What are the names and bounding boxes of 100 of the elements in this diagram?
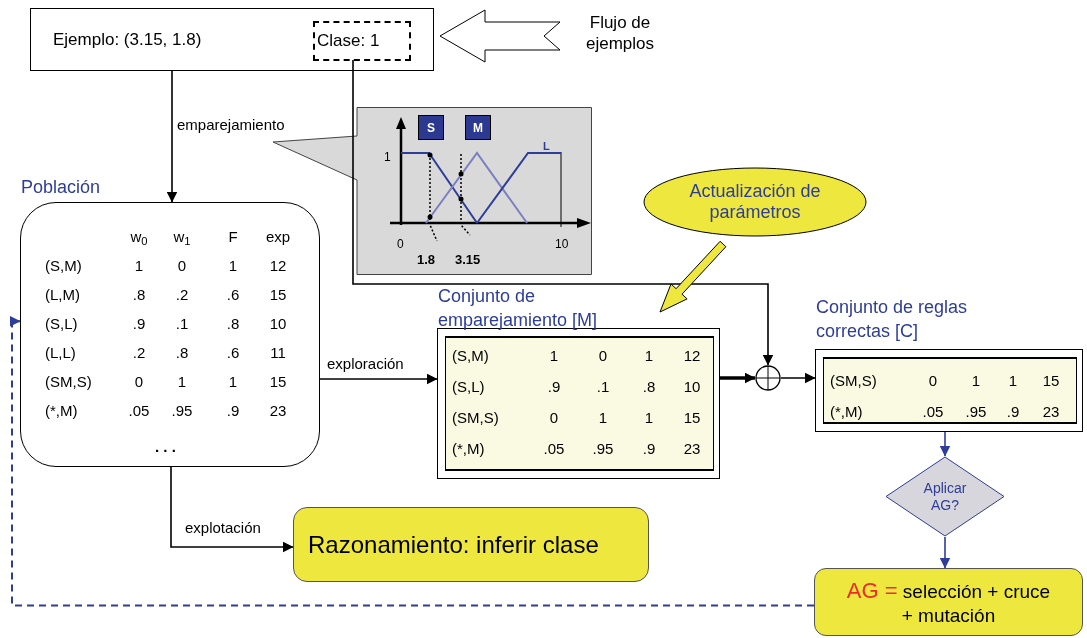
rule-value: .1 (175, 314, 189, 332)
rule-value: 1 (644, 408, 654, 426)
rule-value: 10 (269, 314, 287, 332)
rule-value: .05 (922, 402, 944, 420)
decision-text: Aplicar AG? (922, 479, 968, 514)
rule-value: 15 (269, 285, 287, 303)
class-box (313, 21, 411, 61)
axis-label: 0 (397, 237, 404, 251)
edge-label: explotación (185, 519, 261, 536)
rule-label: (S,L) (45, 314, 78, 332)
column-header: exp (265, 228, 291, 245)
rule-value: .9 (226, 401, 240, 419)
rule-value: 23 (683, 439, 701, 457)
rule-value: 1 (228, 372, 238, 390)
edge-label: emparejamiento (177, 116, 285, 133)
rule-value: .9 (1006, 402, 1020, 420)
rule-label: (*,M) (452, 439, 485, 457)
rule-value: 23 (269, 401, 287, 419)
rule-value: .2 (132, 343, 146, 361)
rule-value: .8 (132, 285, 146, 303)
rule-value: .05 (128, 401, 150, 419)
reasoning-box (293, 507, 649, 582)
ag-formula-term: AG = (846, 578, 898, 603)
example-text: Ejemplo: (3.15, 1.8) (53, 30, 202, 49)
rule-label: (SM,S) (452, 408, 499, 426)
rule-value: .2 (175, 285, 189, 303)
arrow (9, 315, 815, 607)
rule-value: 1 (1008, 371, 1018, 389)
rule-label: (SM,S) (830, 371, 877, 389)
block-arrow (659, 240, 727, 313)
rule-value: 1 (134, 256, 144, 274)
rule-value: 1 (971, 371, 981, 389)
rule-label: (S,L) (452, 377, 485, 395)
rule-value: .9 (642, 439, 656, 457)
stream-label: Flujo de ejemplos (570, 12, 670, 60)
arrow (170, 466, 294, 553)
parameter-update-ellipse (643, 167, 867, 237)
rule-label: (L,M) (45, 285, 80, 303)
arrow (780, 372, 816, 384)
set-heading: Conjunto de emparejamiento [M] (438, 286, 598, 330)
axis-label: 3.15 (455, 252, 481, 267)
rule-label: (S,M) (45, 256, 82, 274)
set-heading: Población (21, 177, 101, 197)
rule-value: .95 (965, 402, 987, 420)
rule-value: 0 (134, 372, 144, 390)
ag-formula-text: selección + cruce + mutación (901, 581, 1051, 626)
rule-value: 0 (928, 371, 938, 389)
genetic-algorithm-box (814, 568, 1083, 636)
arrow (352, 59, 774, 366)
rule-value: 10 (683, 377, 701, 395)
rule-value: 0 (177, 256, 187, 274)
decision-diamond (885, 456, 1005, 537)
rule-value: .95 (592, 439, 614, 457)
rule-value: 12 (269, 256, 287, 274)
block-arrow (439, 9, 561, 63)
set-heading: Conjunto de reglas correctas [C] (816, 297, 968, 341)
rule-value: .6 (226, 285, 240, 303)
rule-value: 0 (549, 408, 559, 426)
rule-value: 11 (270, 343, 286, 361)
rule-label: (L,L) (45, 343, 76, 361)
rule-value: 1 (644, 346, 654, 364)
rule-value: .6 (226, 343, 240, 361)
axis-label: 1.8 (417, 252, 436, 267)
rule-value: 0 (598, 346, 608, 364)
rule-value: .95 (171, 401, 193, 419)
rule-value: 15 (1042, 371, 1060, 389)
edge-label: exploración (327, 355, 404, 372)
rule-value: .1 (596, 377, 610, 395)
class-text: Clase: 1 (317, 30, 380, 53)
rule-value: 15 (683, 408, 701, 426)
rule-value: 1 (549, 346, 559, 364)
rule-value: 12 (683, 346, 701, 364)
rule-value: .9 (547, 377, 561, 395)
arrow (319, 373, 438, 385)
rule-value: .8 (226, 314, 240, 332)
column-header: w$_{1}$ (173, 228, 191, 245)
arrow (720, 372, 756, 384)
rule-value: 15 (269, 372, 287, 390)
rule-value: .05 (543, 439, 565, 457)
rule-value: .9 (132, 314, 146, 332)
axis-label: 10 (555, 237, 569, 251)
rule-value: 1 (177, 372, 187, 390)
rule-label: (S,M) (452, 346, 489, 364)
rule-value: 1 (598, 408, 608, 426)
rule-value: .8 (175, 343, 189, 361)
column-header: w$_{0}$ (130, 228, 148, 245)
rule-label: (*,M) (45, 401, 78, 419)
summing-junction-circle (755, 365, 781, 391)
fuzzy-set-tag: M (465, 115, 491, 140)
rule-value: 23 (1042, 402, 1060, 420)
ellipsis: . . . (155, 438, 176, 455)
example-box (30, 8, 434, 71)
ellipse-text: Actualización de parámetros (688, 181, 822, 223)
axis-label: L (543, 140, 550, 152)
rule-label: (*,M) (830, 402, 863, 420)
fuzzy-set-tag: S (418, 115, 444, 140)
arrow (939, 431, 951, 457)
rule-value: 1 (228, 256, 238, 274)
arrow (166, 70, 178, 203)
rule-label: (SM,S) (45, 372, 92, 390)
